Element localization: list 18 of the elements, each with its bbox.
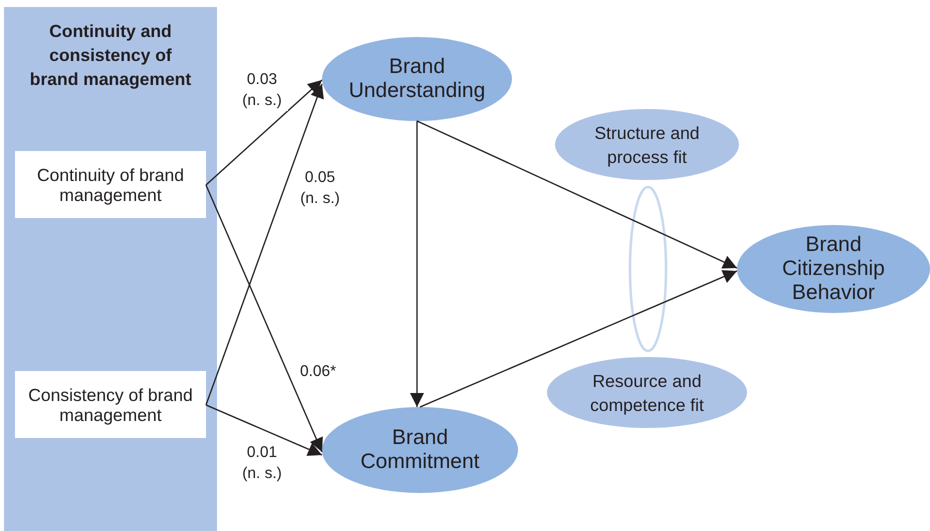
node-label: Structure and process fit [593,122,701,168]
node-label: Brand Understanding [348,55,486,103]
arrow [206,404,322,456]
arrow [205,84,324,406]
group-panel [4,7,217,531]
node-label: Brand Commitment [359,426,481,474]
node-label: Continuity of brand management [36,164,185,204]
node-label: Resource and competence fit [589,370,705,416]
arrow [206,80,322,186]
node-label: Brand Citizenship Behavior [781,233,886,305]
node-label: Consistency of brand management [27,384,194,424]
construct-box [15,371,206,438]
arrow [205,184,323,452]
arrow [416,120,738,269]
construct-box [15,151,206,218]
arrow [420,270,738,408]
arrow [410,121,424,407]
panel-heading: Continuity and consistency of brand management [28,20,192,91]
